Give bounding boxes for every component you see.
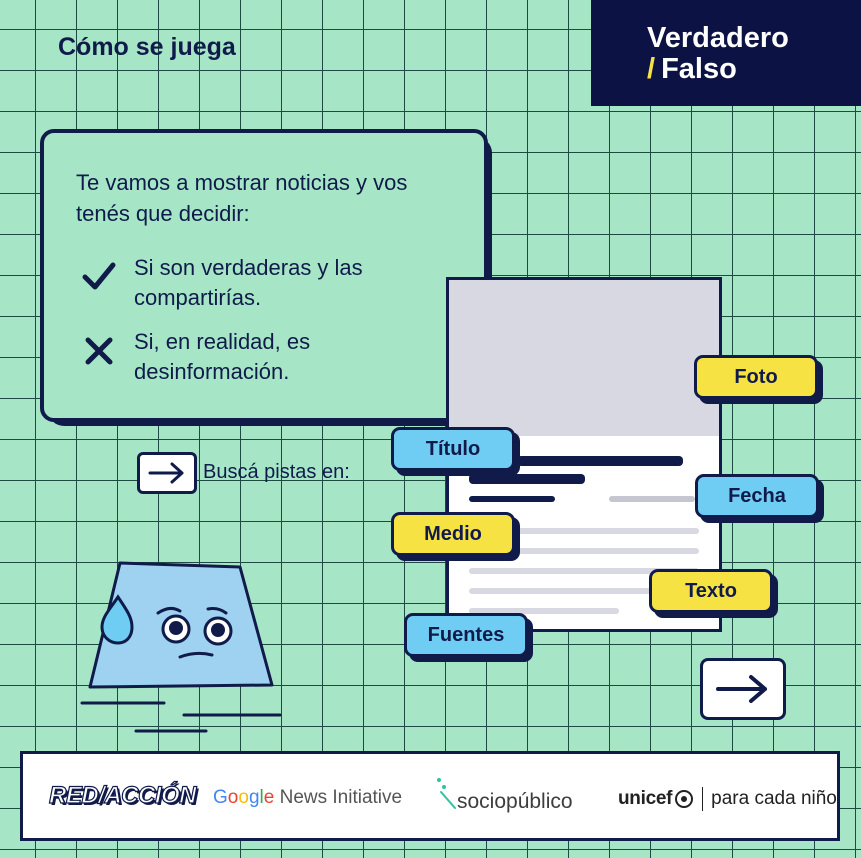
- logo-letter: g: [248, 787, 260, 808]
- sociopublico-text: sociopúblico: [457, 790, 573, 813]
- logo-letter: o: [238, 787, 249, 808]
- hint-arrow-box: [137, 452, 197, 494]
- worried-mascot: [80, 561, 282, 733]
- text-line: [469, 608, 619, 614]
- unicef-emblem-icon: [675, 790, 694, 808]
- info-card: Te vamos a mostrar noticias y vos tenés …: [40, 129, 488, 422]
- logo-letter: o: [227, 787, 239, 808]
- text-line: [469, 548, 699, 554]
- headline-bar: [517, 456, 683, 466]
- tag-fuentes: Fuentes: [404, 613, 528, 657]
- sociopublico-mark-icon: [437, 778, 456, 809]
- text-line: [469, 588, 659, 594]
- logo-letter: G: [213, 787, 228, 808]
- article-image-placeholder: [449, 280, 719, 436]
- news-article-mockup: [446, 277, 722, 632]
- next-button[interactable]: [700, 658, 786, 720]
- text-line: [469, 568, 699, 574]
- logo-letter: e: [263, 787, 275, 808]
- sponsors-footer: RED/ACCIÓN Google News Initiative sociop…: [20, 751, 840, 841]
- page-title: Cómo se juega: [58, 33, 236, 61]
- brand-slash: /: [647, 53, 656, 85]
- cross-icon: [85, 337, 113, 365]
- unicef-tagline: para cada niño: [711, 788, 837, 809]
- arrow-right-icon: [148, 462, 184, 484]
- logo-letter: l: [259, 787, 264, 808]
- headline-bar: [469, 474, 585, 484]
- check-icon: [82, 262, 116, 290]
- tag-fecha: Fecha: [695, 474, 819, 518]
- tag-texto: Texto: [649, 569, 773, 613]
- hint-text: Buscá pistas en:: [203, 461, 350, 483]
- tag-titulo: Título: [391, 427, 515, 471]
- tag-foto: Foto: [694, 355, 818, 399]
- brand-falso-text: Falso: [661, 53, 737, 85]
- logo-rest-text: News Initiative: [274, 787, 403, 808]
- redaccion-logo: RED/ACCIÓN: [48, 781, 197, 809]
- brand-title-verdadero: Verdadero: [647, 22, 789, 54]
- arrow-right-icon: [716, 675, 767, 703]
- unicef-word: unicef: [618, 788, 673, 809]
- byline-bar: [469, 496, 555, 502]
- option-true-text: Si son verdaderas y las compartirías.: [134, 255, 363, 310]
- info-intro-text: Te vamos a mostrar noticias y vos tenés …: [76, 170, 408, 226]
- unicef-separator: [702, 787, 704, 811]
- brand-block: Verdadero /Falso: [591, 0, 861, 106]
- tag-medio: Medio: [391, 512, 515, 556]
- unicef-logo: unicef para cada niño: [618, 787, 837, 811]
- option-false-text: Si, en realidad, es desinformación.: [134, 329, 311, 384]
- date-bar: [609, 496, 695, 502]
- google-news-initiative-logo: Google News Initiative: [213, 787, 402, 809]
- brand-title-falso: /Falso: [647, 53, 737, 86]
- text-line: [469, 528, 699, 534]
